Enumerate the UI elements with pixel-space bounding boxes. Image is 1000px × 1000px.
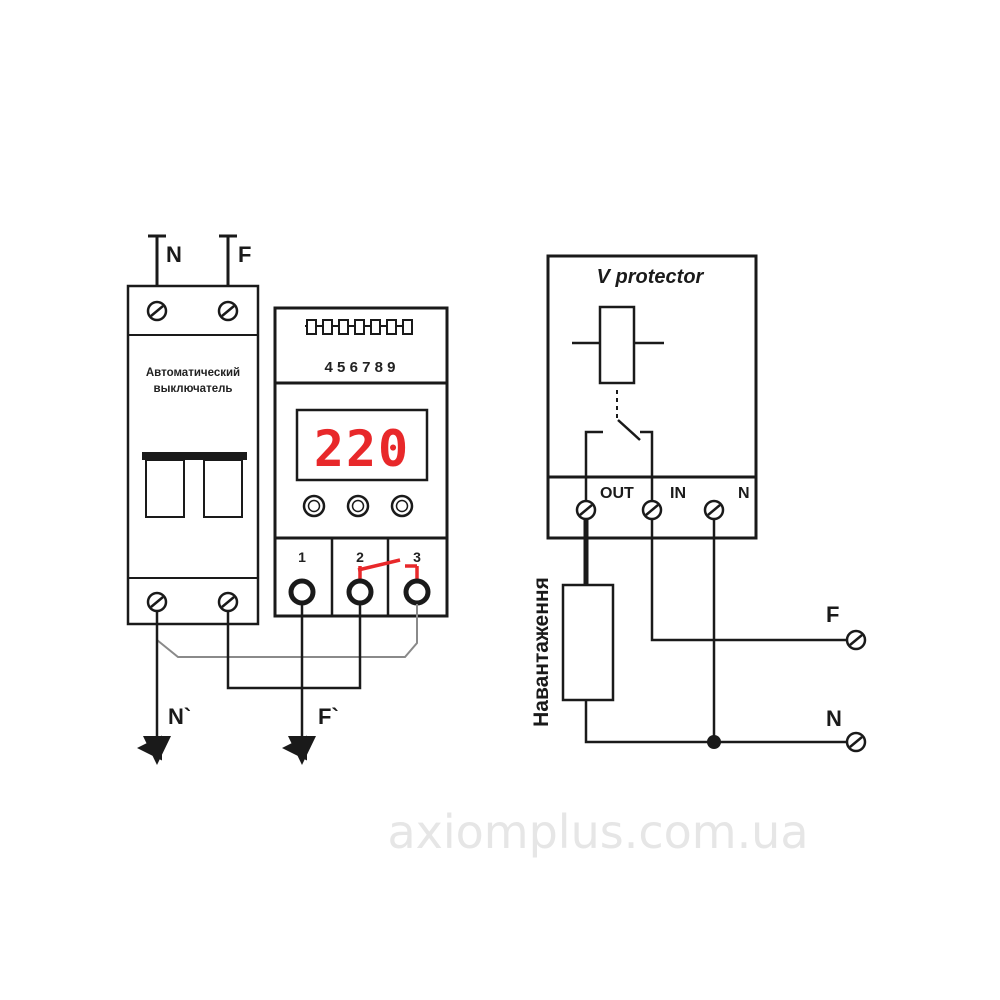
relay-contact-switch (357, 558, 419, 580)
terminal-2-icon (346, 578, 374, 606)
breaker-bottom-left-screw-icon (146, 591, 168, 613)
terminal-3-icon (403, 578, 431, 606)
breaker-toggle-right (203, 459, 243, 518)
terminal-2-label: 2 (356, 549, 364, 565)
v-protector-title: V protector (597, 266, 705, 288)
supply-n-label: N (166, 242, 182, 267)
load-label: Навантаження (530, 577, 553, 727)
line-f-screw-icon (845, 629, 867, 651)
voltage-relay: 4 5 6 7 8 9 220 1 2 3 (273, 306, 449, 618)
out-n-label: N` (168, 704, 191, 729)
relay-coil-icon (572, 305, 664, 422)
line-f-label: F (826, 602, 839, 627)
relay-pin-numbers: 4 5 6 7 8 9 (325, 359, 396, 376)
breaker-label-line2: выключатель (154, 383, 233, 395)
f-out-arrow-icon (288, 736, 316, 765)
relay-display-value: 220 (314, 420, 410, 478)
terminal-out-label: OUT (600, 485, 634, 502)
n-out-arrow-icon (143, 736, 171, 765)
out-f-label: F` (318, 704, 339, 729)
breaker-label-line1: Автоматический (146, 367, 240, 379)
relay-button-2[interactable] (346, 494, 370, 518)
out-terminal-screw-icon (575, 499, 597, 521)
relay-display (295, 408, 429, 482)
terminal-n-label: N (738, 485, 750, 502)
right-wiring-diagram: V protector OUT IN N Н (530, 254, 867, 753)
terminal-in-label: IN (670, 485, 686, 502)
right-wiring (583, 518, 852, 744)
breaker-top-right-screw-icon (217, 300, 239, 322)
breaker-top-left-screw-icon (146, 300, 168, 322)
circuit-breaker: Автоматический выключатель (126, 284, 260, 626)
line-n-label: N (826, 706, 842, 731)
breaker-toggle-left (145, 459, 185, 518)
supply-f-label: F (238, 242, 251, 267)
terminal-1-label: 1 (298, 549, 306, 565)
breaker-bottom-right-screw-icon (217, 591, 239, 613)
n-terminal-screw-icon (703, 499, 725, 521)
relay-pin-connector (305, 319, 413, 335)
switch-contact-icon (584, 419, 654, 500)
n-junction-dot (707, 735, 721, 749)
relay-button-3[interactable] (390, 494, 414, 518)
terminal-1-icon (288, 578, 316, 606)
left-wiring-diagram: N F Автоматический выключатель (126, 234, 449, 765)
left-wiring (137, 604, 418, 761)
in-terminal-screw-icon (641, 499, 663, 521)
terminal-3-label: 3 (413, 549, 421, 565)
breaker-toggle-bar (142, 452, 247, 460)
relay-button-1[interactable] (302, 494, 326, 518)
watermark: axiomplus.com.ua (387, 805, 808, 859)
load-resistor (561, 583, 615, 702)
line-n-screw-icon (845, 731, 867, 753)
